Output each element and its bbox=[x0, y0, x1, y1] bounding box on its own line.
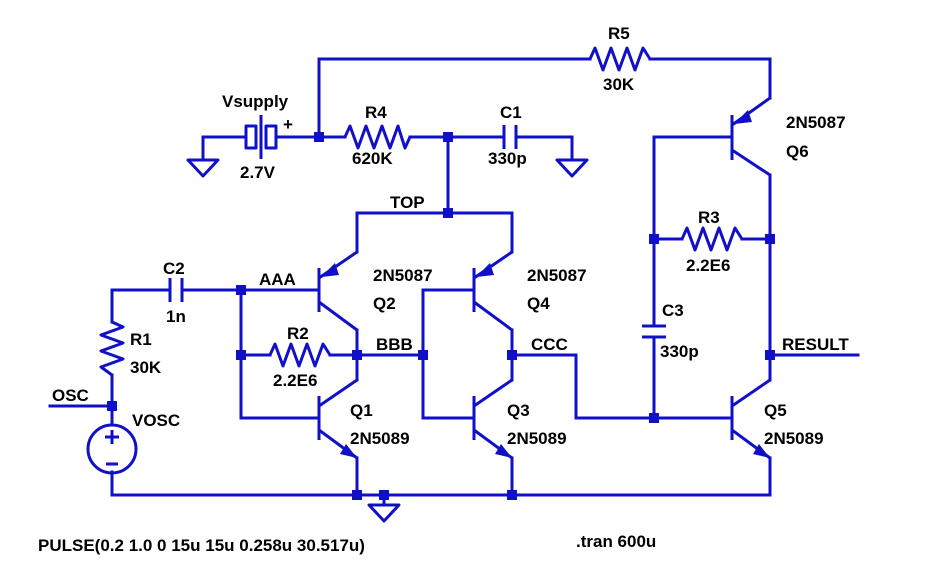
q3-model: 2N5089 bbox=[507, 429, 567, 448]
r4-value: 620K bbox=[352, 149, 393, 168]
pulse-directive: PULSE(0.2 1.0 0 15u 15u 0.258u 30.517u) bbox=[38, 536, 365, 555]
c1-value: 330p bbox=[488, 149, 527, 168]
net-label-ccc: CCC bbox=[531, 335, 568, 354]
c2-value: 1n bbox=[166, 307, 186, 326]
vosc-name: VOSC bbox=[132, 411, 180, 430]
net-label-top: TOP bbox=[390, 193, 425, 212]
resistor-r4 bbox=[343, 124, 412, 150]
junctions bbox=[107, 132, 775, 500]
c1-name: C1 bbox=[500, 103, 522, 122]
q6-name: Q6 bbox=[786, 142, 809, 161]
q4-model: 2N5087 bbox=[527, 266, 587, 285]
vsupply-value: 2.7V bbox=[240, 163, 276, 182]
resistor-r3 bbox=[680, 226, 744, 252]
transistor-q4-pnp bbox=[472, 250, 513, 332]
q2-model: 2N5087 bbox=[373, 266, 433, 285]
capacitor-c2 bbox=[168, 278, 184, 302]
ground-symbol-c1 bbox=[555, 158, 589, 178]
transistor-q2-pnp bbox=[317, 250, 358, 332]
net-label-result: RESULT bbox=[782, 335, 849, 354]
c3-value: 330p bbox=[660, 342, 699, 361]
r2-name: R2 bbox=[287, 324, 309, 343]
vsupply-plus-sign: + bbox=[283, 115, 293, 134]
r1-value: 30K bbox=[130, 358, 162, 377]
r3-name: R3 bbox=[698, 208, 720, 227]
resistor-r1 bbox=[99, 320, 125, 377]
c3-name: C3 bbox=[662, 301, 684, 320]
transistor-q6-pnp bbox=[730, 96, 771, 177]
r5-name: R5 bbox=[608, 24, 630, 43]
resistor-r5 bbox=[588, 46, 652, 72]
wires bbox=[48, 57, 860, 507]
net-label-osc: OSC bbox=[52, 386, 89, 405]
net-label-bbb: BBB bbox=[376, 335, 413, 354]
q6-model: 2N5087 bbox=[786, 113, 846, 132]
transistor-q1-npn bbox=[317, 378, 358, 460]
ground-symbol-vsupply bbox=[186, 158, 220, 178]
r2-value: 2.2E6 bbox=[273, 371, 317, 390]
q2-name: Q2 bbox=[373, 294, 396, 313]
vsupply-name: Vsupply bbox=[222, 92, 289, 111]
tran-directive: .tran 600u bbox=[576, 532, 656, 551]
ground-symbol-main bbox=[367, 503, 401, 523]
q1-name: Q1 bbox=[350, 401, 373, 420]
q5-name: Q5 bbox=[764, 401, 787, 420]
transistor-q5-npn bbox=[730, 378, 771, 460]
r3-value: 2.2E6 bbox=[686, 256, 730, 275]
transistor-q3-npn bbox=[472, 378, 513, 460]
c2-name: C2 bbox=[163, 259, 185, 278]
r1-name: R1 bbox=[130, 330, 152, 349]
r5-value: 30K bbox=[603, 75, 635, 94]
capacitor-c1 bbox=[502, 125, 518, 149]
net-label-aaa: AAA bbox=[259, 270, 296, 289]
vosc-source bbox=[86, 423, 138, 475]
q5-model: 2N5089 bbox=[764, 429, 824, 448]
vsupply-battery bbox=[238, 115, 282, 159]
q3-name: Q3 bbox=[507, 401, 530, 420]
capacitor-c3 bbox=[642, 324, 666, 339]
q1-model: 2N5089 bbox=[350, 429, 410, 448]
resistor-r2 bbox=[268, 342, 332, 368]
q4-name: Q4 bbox=[527, 294, 550, 313]
r4-name: R4 bbox=[365, 103, 387, 122]
